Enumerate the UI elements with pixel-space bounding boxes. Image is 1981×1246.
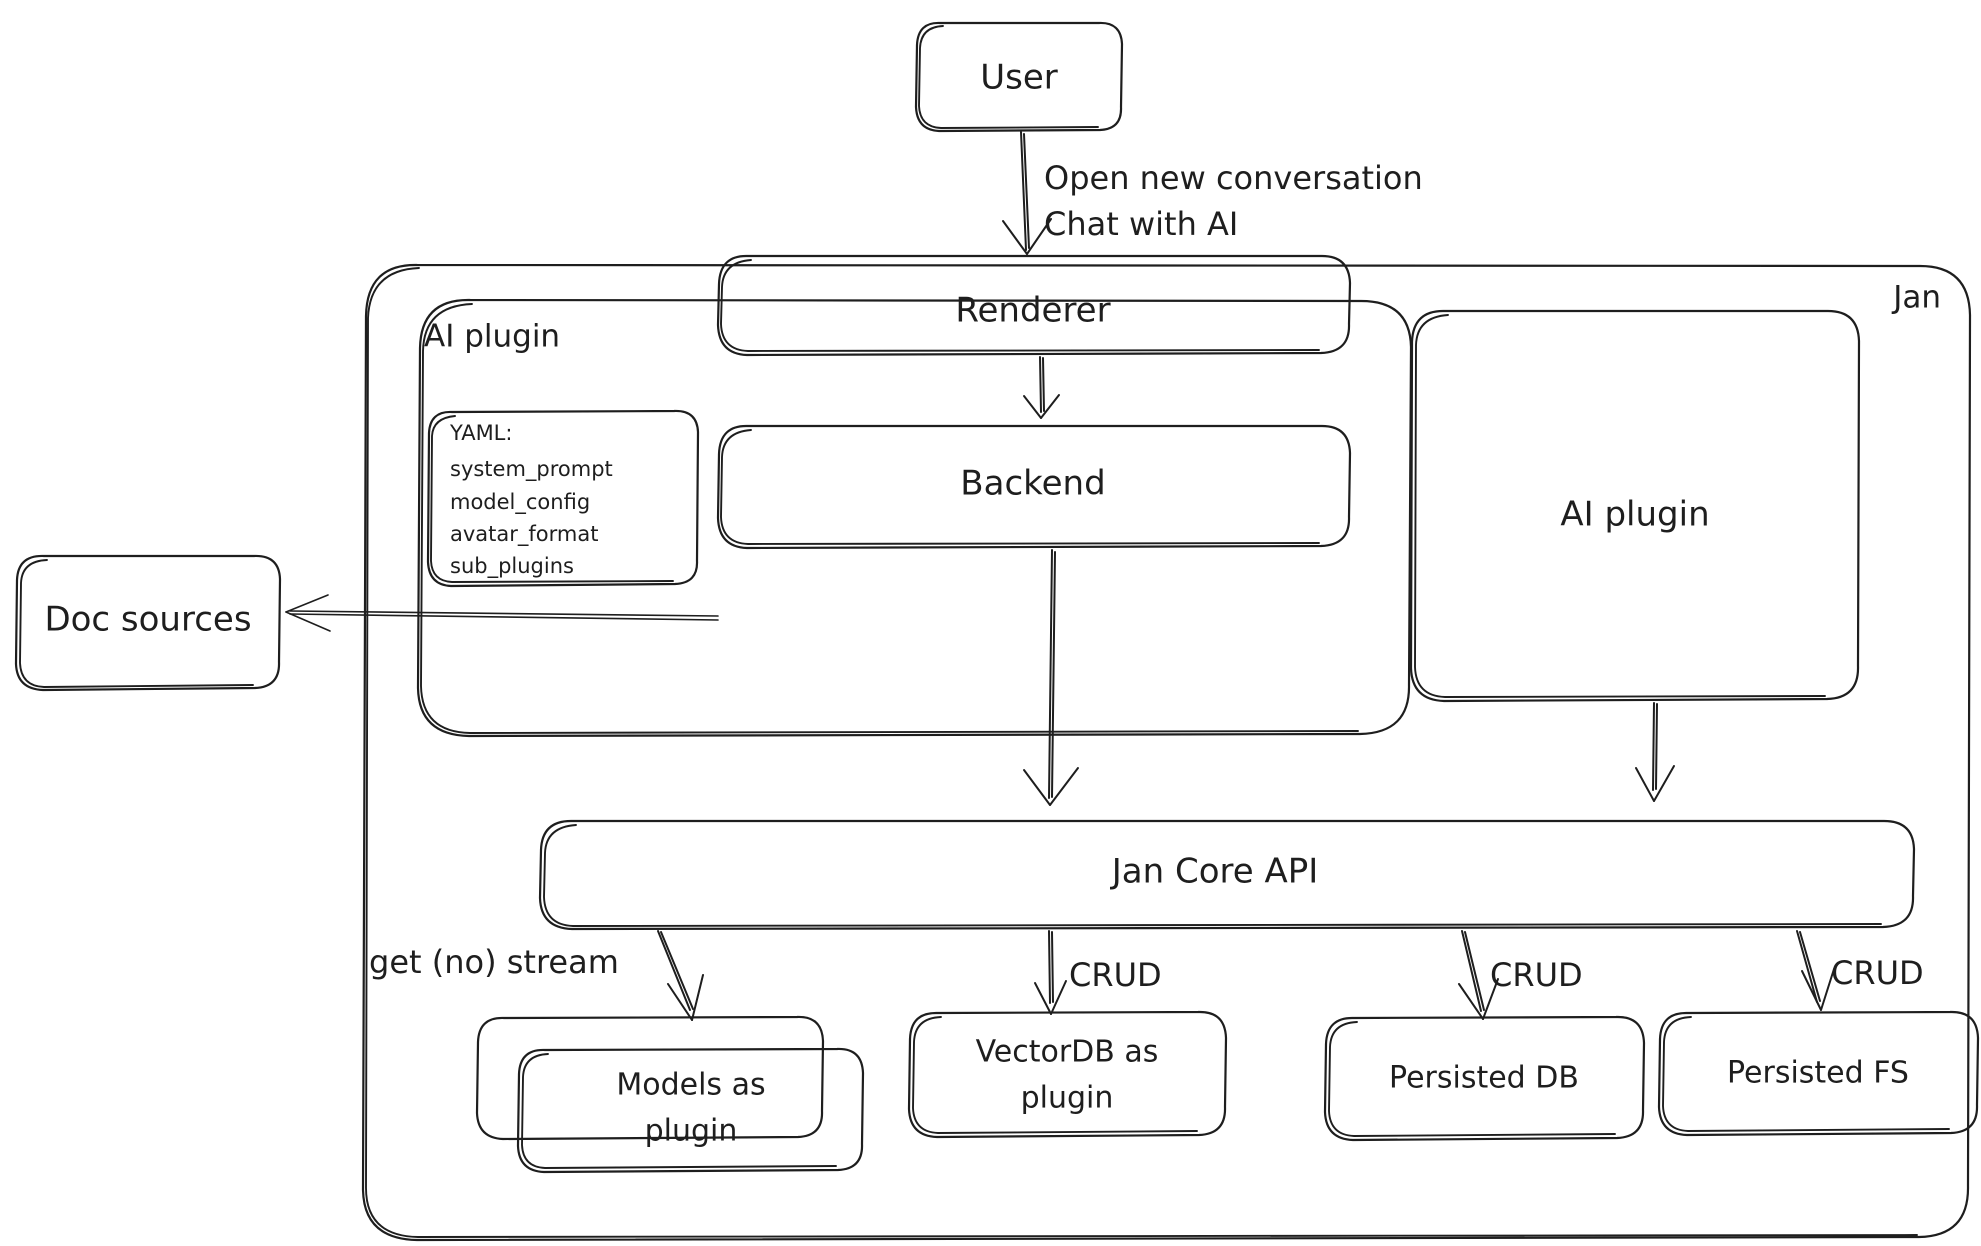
edge-core-to-vectordb: CRUD — [1034, 930, 1162, 1015]
edge-ai-plugin-right-to-core — [1635, 702, 1675, 802]
node-doc-sources-label: Doc sources — [44, 600, 251, 640]
node-doc-sources[interactable]: Doc sources — [14, 554, 282, 692]
edge-label-get-no-stream: get (no) stream — [369, 943, 619, 981]
edge-label-crud-vectordb: CRUD — [1069, 956, 1162, 994]
node-persisted-fs[interactable]: Persisted FS — [1657, 1010, 1980, 1137]
edge-label-crud-persisted-fs: CRUD — [1831, 954, 1924, 992]
edge-label-open-new-conversation: Open new conversation — [1044, 159, 1423, 197]
node-jan-core-api[interactable]: Jan Core API — [538, 819, 1916, 931]
node-ai-plugin-right-label: AI plugin — [1560, 495, 1709, 535]
edge-user-to-renderer: Open new conversation Chat with AI — [1002, 131, 1423, 255]
node-persisted-db-label: Persisted DB — [1389, 1061, 1579, 1096]
node-user[interactable]: User — [914, 21, 1124, 133]
node-vectordb-as-plugin-label-line1: VectorDB as — [976, 1035, 1159, 1070]
node-persisted-db[interactable]: Persisted DB — [1323, 1015, 1646, 1142]
yaml-note-line-0: system_prompt — [450, 457, 613, 482]
edge-label-crud-persisted-db: CRUD — [1490, 956, 1583, 994]
yaml-note-heading: YAML: — [449, 421, 512, 445]
edge-backend-to-core — [1023, 549, 1079, 806]
yaml-note-line-2: avatar_format — [450, 522, 598, 547]
node-persisted-fs-label: Persisted FS — [1727, 1056, 1909, 1091]
node-vectordb-as-plugin-label-line2: plugin — [1021, 1081, 1114, 1116]
yaml-note-line-3: sub_plugins — [450, 554, 574, 579]
node-jan-core-api-label: Jan Core API — [1110, 852, 1319, 892]
node-vectordb-as-plugin[interactable]: VectorDB as plugin — [907, 1010, 1228, 1139]
edge-backend-to-doc-sources — [285, 594, 719, 632]
yaml-note-line-1: model_config — [450, 490, 590, 515]
node-models-as-plugin[interactable]: Models as plugin — [475, 1015, 865, 1174]
edge-renderer-to-backend — [1023, 356, 1060, 419]
node-user-label: User — [980, 58, 1058, 98]
node-yaml-note: YAML: system_prompt model_config avatar_… — [426, 409, 700, 588]
node-ai-plugin-right[interactable]: AI plugin — [1409, 309, 1861, 703]
container-ai-plugin-group-label: AI plugin — [424, 319, 560, 355]
node-backend[interactable]: Backend — [716, 424, 1352, 550]
edge-core-to-persisted-fs: CRUD — [1796, 930, 1924, 1011]
node-models-as-plugin-label-line2: plugin — [645, 1114, 738, 1149]
container-jan: Jan — [361, 263, 1972, 1242]
node-backend-label: Backend — [960, 464, 1105, 504]
node-renderer[interactable]: Renderer — [716, 254, 1352, 357]
edge-core-to-models: get (no) stream — [369, 930, 704, 1021]
container-jan-label: Jan — [1891, 280, 1941, 316]
container-ai-plugin-group: AI plugin — [416, 298, 1413, 738]
node-models-as-plugin-label-line1: Models as — [616, 1068, 765, 1103]
edge-label-chat-with-ai: Chat with AI — [1044, 205, 1238, 243]
edge-core-to-persisted-db: CRUD — [1458, 930, 1583, 1020]
node-renderer-label: Renderer — [955, 291, 1110, 331]
